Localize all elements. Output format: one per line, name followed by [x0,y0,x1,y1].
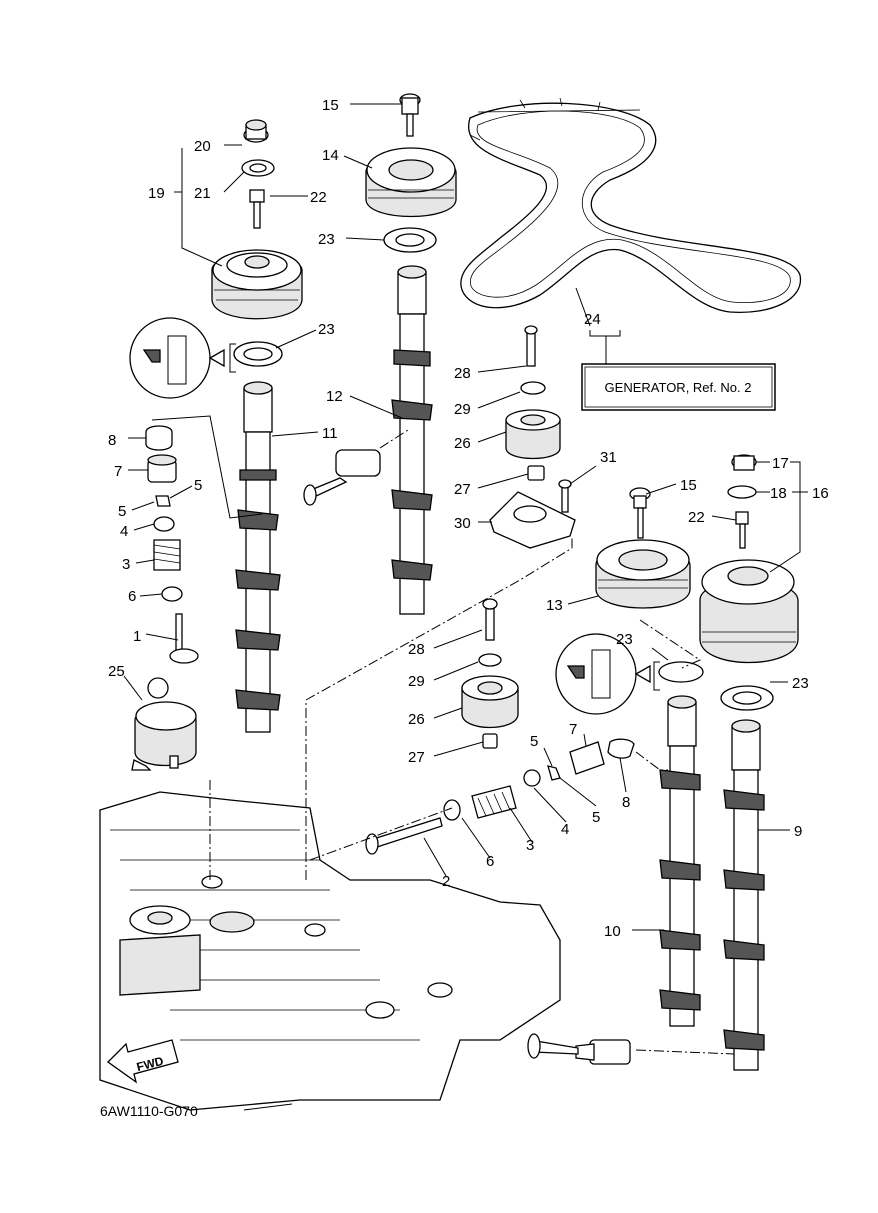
callout-2: 2 [442,873,450,890]
callout-5-left-b: 5 [194,477,202,494]
callout-23-left: 23 [318,321,335,338]
callout-11: 11 [322,425,338,442]
callout-12: 12 [326,388,343,405]
callout-26-upper: 26 [454,435,471,452]
callout-7-left: 7 [114,463,122,480]
callout-7-right: 7 [569,721,577,738]
callout-4-right: 4 [561,821,569,838]
callout-21: 21 [194,185,211,202]
callout-1: 1 [133,628,141,645]
axis-lines [209,429,735,1055]
right-camshaft-sprocket-13 [595,487,691,609]
callout-20: 20 [194,138,211,155]
idler-pulley-lower [461,598,519,749]
callout-31: 31 [600,449,617,466]
callout-30: 30 [454,515,471,532]
callout-14: 14 [322,147,339,164]
callout-5-right-b: 5 [592,809,600,826]
callout-23-right-b: 23 [792,675,809,692]
callout-26-lower: 26 [408,711,425,728]
callout-19: 19 [148,185,165,202]
generator-reference-box: GENERATOR, Ref. No. 2 [581,330,776,411]
reference-box-text: GENERATOR, Ref. No. 2 [605,380,752,395]
callout-29-upper: 29 [454,401,471,418]
callout-3-left: 3 [122,556,130,573]
right-camshafts [658,661,765,1071]
left-camshaft [233,341,283,733]
callout-28-upper: 28 [454,365,471,382]
callout-3-right: 3 [526,837,534,854]
fwd-arrow-icon: FWD [106,1039,179,1084]
callout-27-lower: 27 [408,749,425,766]
callout-27-upper: 27 [454,481,471,498]
callout-9: 9 [794,823,802,840]
timing-belt [460,97,802,314]
belt-tensioner [131,677,197,771]
callout-22-left: 22 [310,189,327,206]
callout-6-right: 6 [486,853,494,870]
diagram-code: 6AW1110-G070 [100,1103,198,1119]
callout-15-top: 15 [322,97,339,114]
idler-pulley-upper [489,325,576,549]
cylinder-head [99,791,561,1111]
callout-13: 13 [546,597,563,614]
callout-23-center: 23 [318,231,335,248]
callout-28-lower: 28 [408,641,425,658]
callout-18: 18 [770,485,787,502]
callout-6-left: 6 [128,588,136,605]
callout-15-right: 15 [680,477,697,494]
callout-8-left: 8 [108,432,116,449]
callout-16: 16 [812,485,829,502]
right-camshaft-sprocket-16 [699,454,799,711]
callout-17: 17 [772,455,789,472]
callout-numbers: 1 2 3 3 4 4 5 5 5 5 6 6 7 7 8 8 9 10 11 … [108,97,829,940]
callout-4-left: 4 [120,523,128,540]
leader-lines [123,103,808,1111]
center-camshaft [303,265,433,615]
callout-10: 10 [604,923,621,940]
callout-29-lower: 29 [408,673,425,690]
sealant-callout-right [555,633,660,715]
callout-25: 25 [108,663,125,680]
right-valve-train [365,738,635,1065]
left-camshaft-sprocket [211,119,303,320]
left-valve-train [145,415,263,664]
callout-23-right-a: 23 [616,631,633,648]
callout-8-right: 8 [622,794,630,811]
center-camshaft-sprocket [365,93,457,253]
callout-24: 24 [584,311,601,328]
callout-5-left-a: 5 [118,503,126,520]
callout-22-right: 22 [688,509,705,526]
callout-5-right-a: 5 [530,733,538,750]
fwd-label: FWD [135,1054,165,1074]
sealant-callout-left [129,317,236,399]
